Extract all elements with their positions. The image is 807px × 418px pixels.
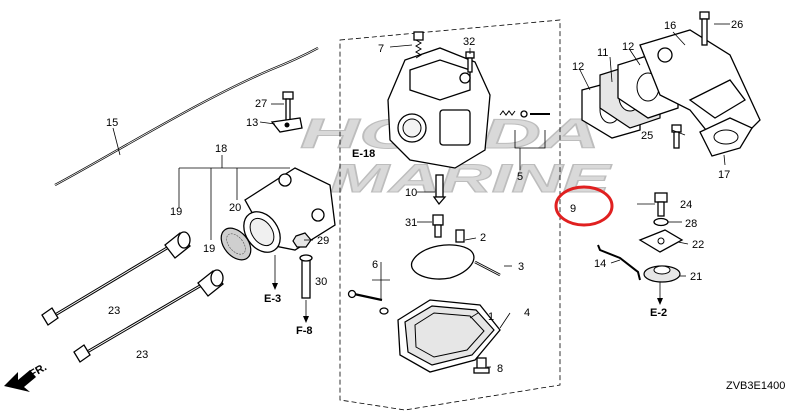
callout-8: 8 — [497, 363, 503, 375]
callout-13: 13 — [246, 117, 258, 129]
callout-2: 2 — [480, 232, 486, 244]
part-29-nut — [292, 232, 312, 248]
part-15-cable — [54, 47, 319, 186]
reference-labels: E-18 E-3 F-8 E-2 — [264, 148, 667, 337]
callout-23-lower: 23 — [136, 349, 148, 361]
callout-16: 16 — [664, 20, 676, 32]
part-7-screw — [413, 31, 424, 59]
callout-7: 7 — [378, 43, 384, 55]
part-27-bolt — [282, 91, 294, 122]
callout-28: 28 — [685, 218, 697, 230]
callout-31: 31 — [405, 217, 417, 229]
part-5-pilot-screw-set — [499, 110, 550, 118]
highlight-circle-part-9 — [554, 185, 614, 227]
callout-5: 5 — [517, 171, 523, 183]
carburetor-body — [387, 47, 491, 169]
part-18-intake-adapter — [243, 167, 336, 253]
part-2-clip — [455, 229, 465, 243]
diagram-code: ZVB3E1400 — [726, 380, 785, 392]
part-8-drain-screw — [473, 357, 490, 374]
ref-e2: E-2 — [650, 307, 667, 319]
part-25-bolt — [671, 124, 682, 149]
callout-15: 15 — [106, 117, 118, 129]
callout-25: 25 — [641, 130, 653, 142]
part-20-gasket — [220, 227, 252, 261]
callout-6: 6 — [372, 259, 378, 271]
callout-12-front: 12 — [572, 61, 584, 73]
callout-4: 4 — [524, 307, 530, 319]
part-28-washer — [653, 217, 669, 227]
callout-30: 30 — [315, 276, 327, 288]
callout-20: 20 — [229, 202, 241, 214]
callout-29: 29 — [317, 235, 329, 247]
callout-9: 9 — [570, 203, 576, 215]
callout-18: 18 — [215, 143, 227, 155]
part-30-tube — [299, 254, 313, 299]
callout-22: 22 — [692, 239, 704, 251]
part-31-jet — [432, 214, 444, 238]
carburetor-assembly-outline — [339, 19, 561, 411]
callout-12-rear: 12 — [622, 41, 634, 53]
svg-text:MARINE: MARINE — [330, 157, 612, 201]
callout-19-upper: 19 — [170, 206, 182, 218]
callout-11: 11 — [597, 47, 608, 59]
part-26-bolt — [699, 11, 710, 46]
part-3-float — [411, 244, 501, 280]
part-23-bolt-upper — [41, 243, 173, 326]
part-21-bushing — [643, 265, 681, 283]
callout-14: 14 — [594, 258, 606, 270]
callout-1: 1 — [488, 311, 494, 323]
ref-f8: F-8 — [296, 325, 313, 337]
part-22-plate — [638, 229, 684, 253]
ref-e3: E-3 — [264, 293, 281, 305]
svg-text:FR.: FR. — [28, 361, 49, 380]
callout-17: 17 — [718, 169, 730, 181]
part-6-screw-set — [347, 289, 389, 315]
part-14-wire — [597, 244, 641, 281]
callout-labels: 1 2 3 4 5 6 7 8 9 10 11 12 12 13 14 15 1… — [106, 19, 743, 375]
ref-e18: E-18 — [352, 148, 375, 160]
part-10-jet — [432, 174, 447, 206]
part-13-bracket — [270, 117, 303, 133]
part-19-collar-lower — [197, 269, 224, 297]
callout-21: 21 — [690, 271, 702, 283]
part-24-bolt — [654, 192, 668, 217]
callout-10: 10 — [405, 187, 417, 199]
part-19-collar-upper — [164, 231, 191, 259]
callout-23-upper: 23 — [108, 305, 120, 317]
callout-32: 32 — [463, 36, 475, 48]
leader-lines — [112, 23, 730, 368]
callout-3: 3 — [518, 261, 524, 273]
front-direction-arrow: FR. — [4, 361, 49, 392]
callout-19-lower: 19 — [203, 243, 215, 255]
part-23-bolt-lower — [73, 281, 206, 363]
part-17-gasket — [699, 117, 753, 157]
part-4-float-chamber — [397, 299, 501, 373]
callout-27: 27 — [255, 98, 267, 110]
callout-24: 24 — [680, 199, 692, 211]
callout-26: 26 — [731, 19, 743, 31]
